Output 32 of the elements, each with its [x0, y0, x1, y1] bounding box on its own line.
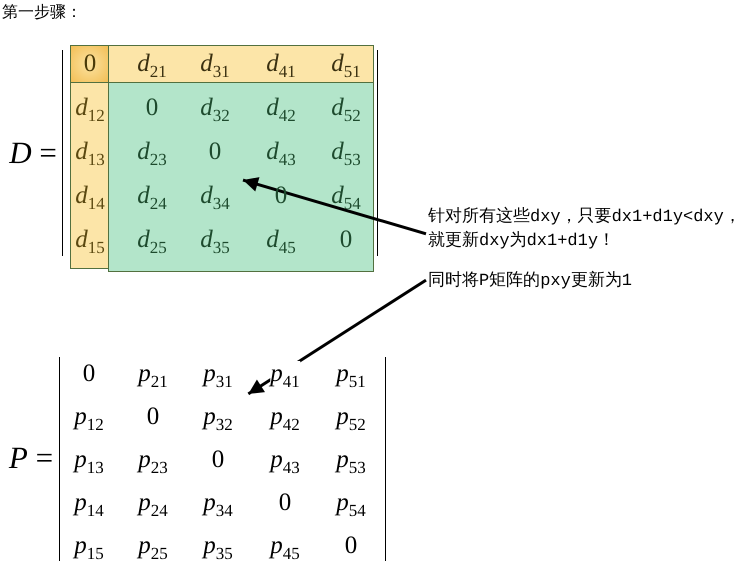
matrix-entry: d$_{35}$	[200, 227, 230, 253]
matrix-entry: d$_{15}$	[75, 227, 105, 253]
annotation-text: 针对所有这些dxy，只要dx1+d1y<dxy，就更新dxy为dx1+d1y！	[426, 206, 746, 254]
matrix-entry: d$_{21}$	[137, 51, 167, 77]
matrix-entry: d$_{45}$	[266, 227, 296, 253]
matrix-entry: d$_{42}$	[266, 95, 296, 121]
matrix-entry: p$_{41}$	[270, 361, 300, 387]
matrix-entry: d$_{23}$	[137, 139, 167, 165]
matrix-entry: 0	[146, 95, 158, 121]
matrix-entry: d$_{41}$	[266, 51, 296, 77]
matrix-entry: d$_{31}$	[200, 51, 230, 77]
matrix-entry: d$_{14}$	[75, 183, 105, 209]
annotation-text: 同时将P矩阵的pxy更新为1	[426, 270, 632, 294]
matrix-entry: 0	[84, 51, 96, 77]
matrix-entry: d$_{34}$	[200, 183, 230, 209]
matrix-entry: d$_{51}$	[331, 51, 361, 77]
matrix-entry: d$_{54}$	[331, 183, 361, 209]
matrix-entry: 0	[208, 139, 222, 165]
heading: 第一步骤：	[2, 3, 82, 23]
matrix-entry: d$_{24}$	[137, 183, 167, 209]
matrix-entry: d$_{13}$	[75, 139, 105, 165]
matrix-entry: d$_{53}$	[331, 139, 361, 165]
matrix-entry: d$_{12}$	[75, 95, 105, 121]
matrix-entry: d$_{52}$	[331, 95, 361, 121]
arrow	[242, 177, 426, 236]
matrix-entry: 0	[340, 227, 352, 253]
matrix-entry: d$_{43}$	[266, 139, 296, 165]
matrix-label: D =	[9, 136, 57, 170]
matrix-label: P =	[8, 441, 54, 475]
matrix-entry: d$_{32}$	[200, 95, 230, 121]
block-highlight	[108, 82, 374, 272]
matrix-entry: d$_{25}$	[137, 227, 167, 253]
